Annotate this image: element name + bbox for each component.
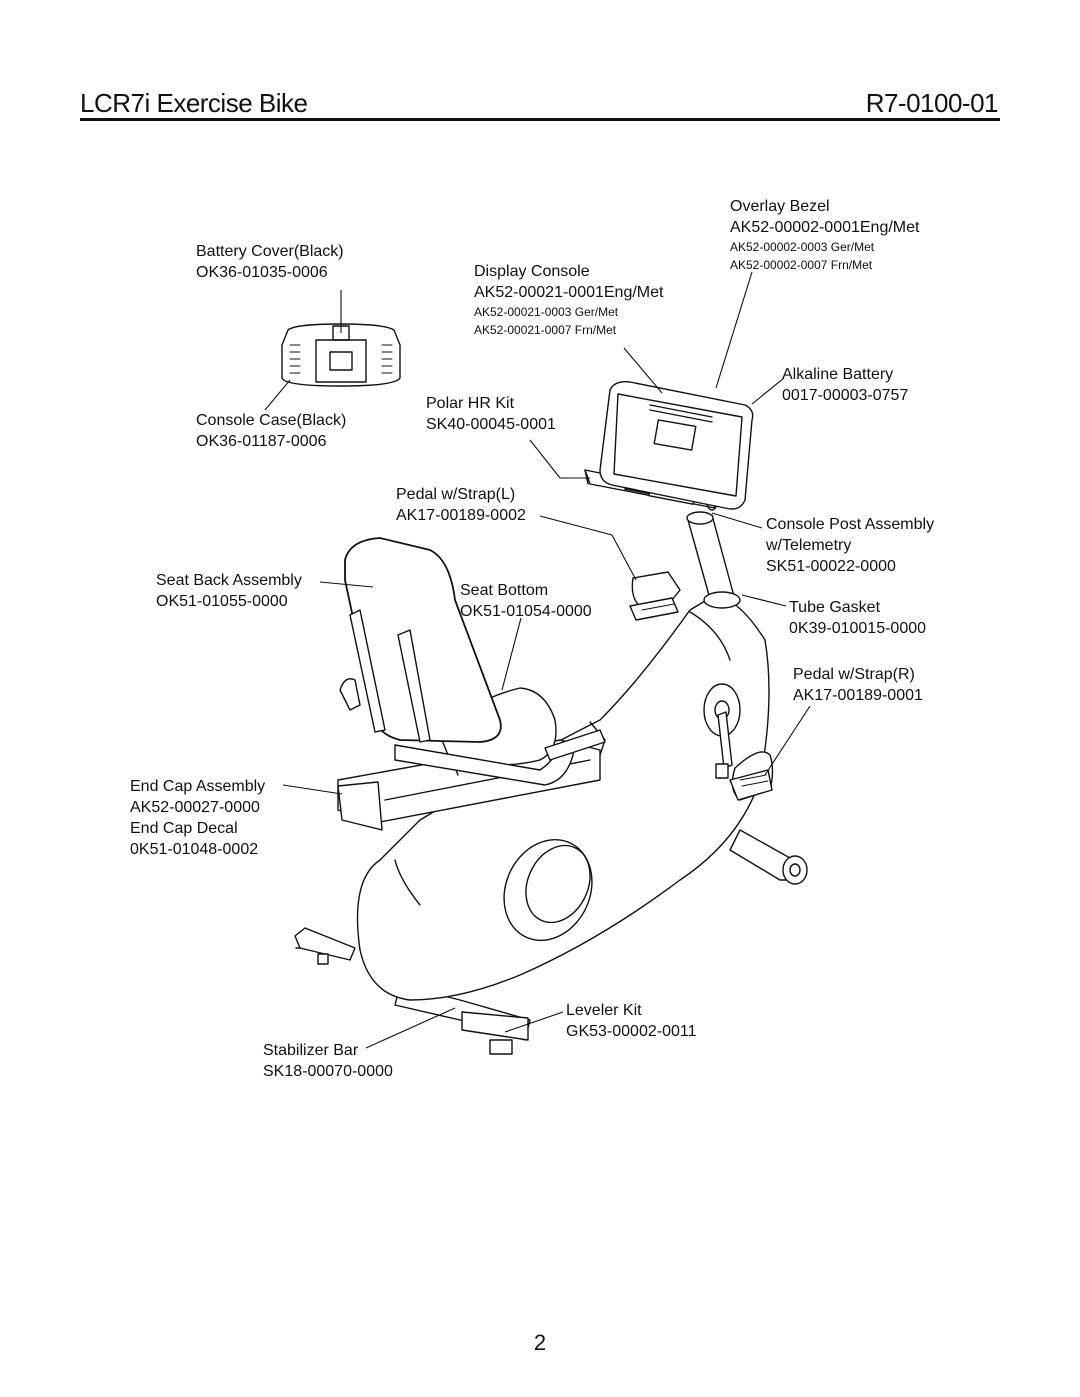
seat-back-label: Seat Back Assembly OK51-01055-0000 — [156, 572, 302, 610]
leveler-kit-label: Leveler Kit GK53-00002-0011 — [566, 1002, 697, 1040]
frame-body-drawing — [356, 594, 770, 1001]
rear-stabilizer-drawing — [294, 927, 356, 965]
page-number: 2 — [533, 1330, 547, 1355]
page-title: LCR7i Exercise Bike — [80, 88, 308, 118]
console-post-drawing — [686, 511, 741, 609]
header-rule — [80, 118, 1000, 121]
seat-bottom-label: Seat Bottom OK51-01054-0000 — [460, 582, 592, 620]
seat-handles-drawing — [339, 678, 606, 786]
pedal-left-label: Pedal w/Strap(L) AK17-00189-0002 — [396, 486, 526, 524]
leader-lines — [264, 271, 811, 1049]
polar-hr-kit-label: Polar HR Kit SK40-00045-0001 — [426, 395, 556, 433]
stabilizer-bar-label: Stabilizer Bar SK18-00070-0000 — [263, 1042, 393, 1080]
front-leg-drawing — [729, 829, 808, 885]
console-post-label: Console Post Assembly w/Telemetry SK51-0… — [766, 516, 935, 575]
tube-gasket-label: Tube Gasket 0K39-010015-0000 — [789, 599, 927, 637]
battery-cover-label: Battery Cover(Black) OK36-01035-0006 — [196, 243, 344, 281]
alkaline-battery-label: Alkaline Battery 0017-00003-0757 — [782, 366, 909, 404]
right-pedal-drawing — [715, 711, 774, 801]
display-console-drawing — [599, 380, 754, 510]
overlay-bezel-label: Overlay Bezel AK52-00002-0001Eng/Met AK5… — [730, 198, 920, 272]
end-cap-label: End Cap Assembly AK52-00027-0000 End Cap… — [130, 778, 266, 858]
left-pedal-drawing — [629, 571, 681, 621]
document-code: R7-0100-01 — [865, 88, 999, 118]
seat-back-drawing — [344, 537, 502, 743]
console-case-label: Console Case(Black) OK36-01187-0006 — [196, 412, 347, 450]
console-back-drawing — [281, 323, 401, 387]
pedal-right-label: Pedal w/Strap(R) AK17-00189-0001 — [793, 666, 923, 704]
display-console-label: Display Console AK52-00021-0001Eng/Met A… — [474, 263, 664, 337]
